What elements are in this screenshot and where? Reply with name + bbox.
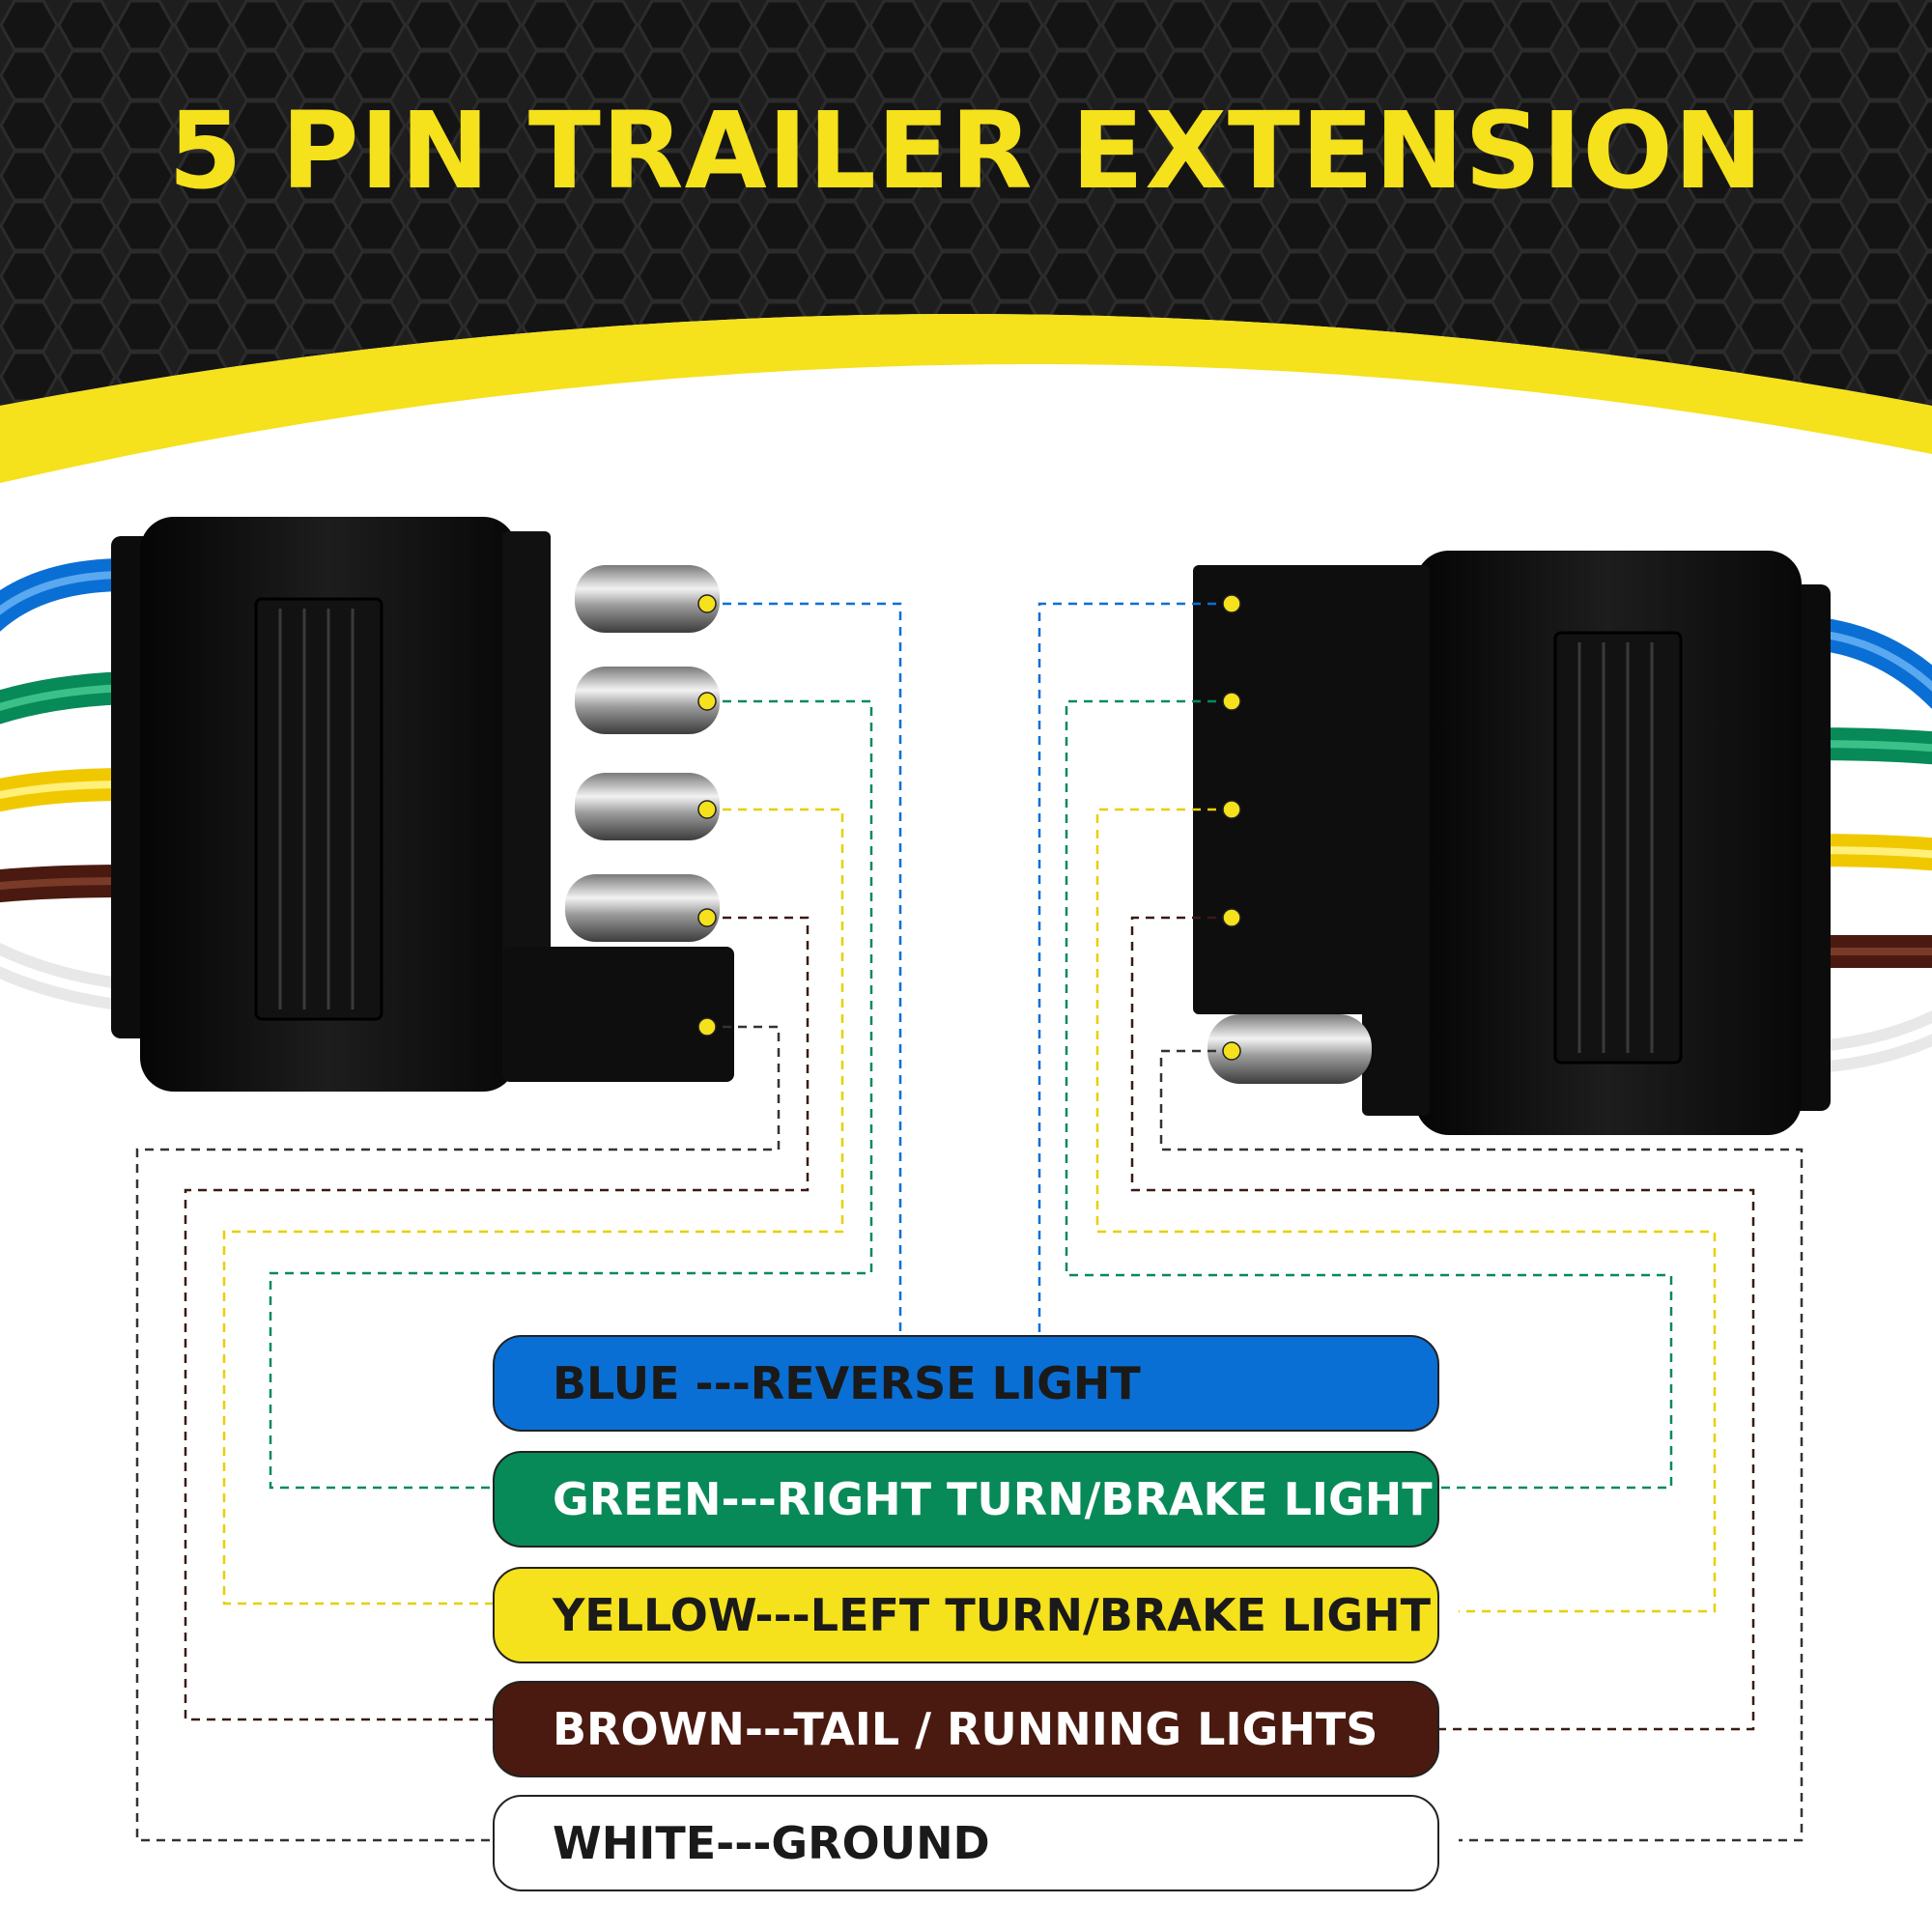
legend-green-label: GREEN---RIGHT TURN/BRAKE LIGHT bbox=[553, 1473, 1433, 1525]
legend-white: WHITE---GROUND bbox=[493, 1795, 1439, 1891]
legend-brown-label: BROWN---TAIL / RUNNING LIGHTS bbox=[553, 1703, 1378, 1755]
legend-blue-label: BLUE ---REVERSE LIGHT bbox=[553, 1357, 1141, 1409]
header-background bbox=[0, 0, 1932, 483]
legend-green: GREEN---RIGHT TURN/BRAKE LIGHT bbox=[493, 1451, 1439, 1548]
legend-brown: BROWN---TAIL / RUNNING LIGHTS bbox=[493, 1681, 1439, 1777]
left-wires bbox=[0, 558, 142, 1011]
left-callout-lines bbox=[135, 602, 902, 1842]
legend-white-label: WHITE---GROUND bbox=[553, 1817, 990, 1869]
pin-dots bbox=[697, 594, 1241, 1061]
legend-blue: BLUE ---REVERSE LIGHT bbox=[493, 1335, 1439, 1432]
page-title: 5 PIN TRAILER EXTENSION bbox=[168, 89, 1764, 213]
right-pin bbox=[1208, 1014, 1372, 1084]
male-connector-icon bbox=[111, 517, 734, 1092]
legend-yellow: YELLOW---LEFT TURN/BRAKE LIGHT bbox=[493, 1567, 1439, 1663]
female-connector-icon bbox=[1193, 551, 1831, 1135]
right-callout-lines bbox=[1037, 602, 1804, 1842]
legend-yellow-label: YELLOW---LEFT TURN/BRAKE LIGHT bbox=[553, 1589, 1431, 1641]
left-pins bbox=[565, 565, 720, 942]
